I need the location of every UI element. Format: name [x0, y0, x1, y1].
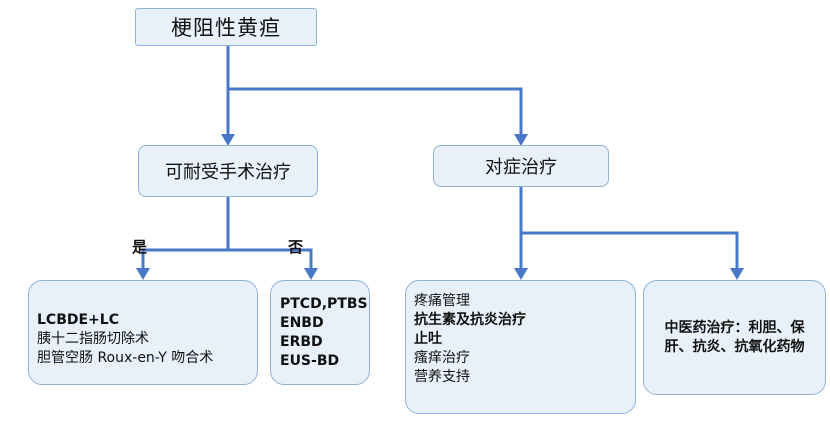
arrowhead-surgery-no [304, 268, 318, 280]
list-item: 抗生素及抗炎治疗 [414, 312, 526, 328]
list-item: EUS-BD [280, 353, 340, 369]
arrowhead-symptom-western [514, 268, 528, 280]
no-label: 否 [288, 238, 304, 256]
surgery-no-list: PTCD,PTBS ENBD ERBD EUS-BD [280, 295, 368, 371]
surgery-no-node: PTCD,PTBS ENBD ERBD EUS-BD [270, 280, 370, 385]
list-item: 止吐 [414, 331, 442, 347]
connector-root-to-symptomatic [228, 87, 523, 136]
yes-label: 是 [132, 238, 148, 256]
arrowhead-surgery-yes [136, 268, 150, 280]
list-item: 疼痛管理 [414, 293, 470, 309]
list-item: 瘙痒治疗 [414, 350, 470, 366]
arrowhead-tcm [730, 268, 744, 280]
root-label: 梗阻性黄疸 [171, 16, 281, 40]
list-item: 胰十二指肠切除术 [37, 331, 149, 347]
symptomatic-branch-node: 对症治疗 [433, 145, 609, 187]
symptom-tcm-node: 中医药治疗：利胆、保 肝、抗炎、抗氧化药物 [643, 280, 826, 395]
list-item: PTCD,PTBS [280, 296, 368, 312]
connector-to-tcm [521, 231, 739, 270]
root-node: 梗阻性黄疸 [135, 8, 317, 46]
connector-to-surgery-yes [141, 248, 228, 270]
symptom-western-node: 疼痛管理 抗生素及抗炎治疗 止吐 瘙痒治疗 营养支持 [405, 280, 636, 414]
surgical-branch-node: 可耐受手术治疗 [138, 145, 318, 197]
symptomatic-branch-label: 对症治疗 [485, 157, 557, 178]
surgery-yes-node: LCBDE+LC 胰十二指肠切除术 胆管空肠 Roux-en-Y 吻合术 [28, 280, 258, 385]
list-item: 营养支持 [414, 369, 470, 385]
surgery-yes-list: LCBDE+LC 胰十二指肠切除术 胆管空肠 Roux-en-Y 吻合术 [37, 311, 213, 368]
symptom-western-list: 疼痛管理 抗生素及抗炎治疗 止吐 瘙痒治疗 营养支持 [414, 292, 526, 387]
surgical-branch-label: 可耐受手术治疗 [165, 162, 291, 183]
list-item: ENBD [280, 315, 324, 331]
tcm-label: 中医药治疗：利胆、保 肝、抗炎、抗氧化药物 [664, 319, 805, 355]
list-item: 胆管空肠 Roux-en-Y 吻合术 [37, 350, 214, 366]
list-item: ERBD [280, 334, 323, 350]
list-item: LCBDE+LC [37, 312, 119, 328]
